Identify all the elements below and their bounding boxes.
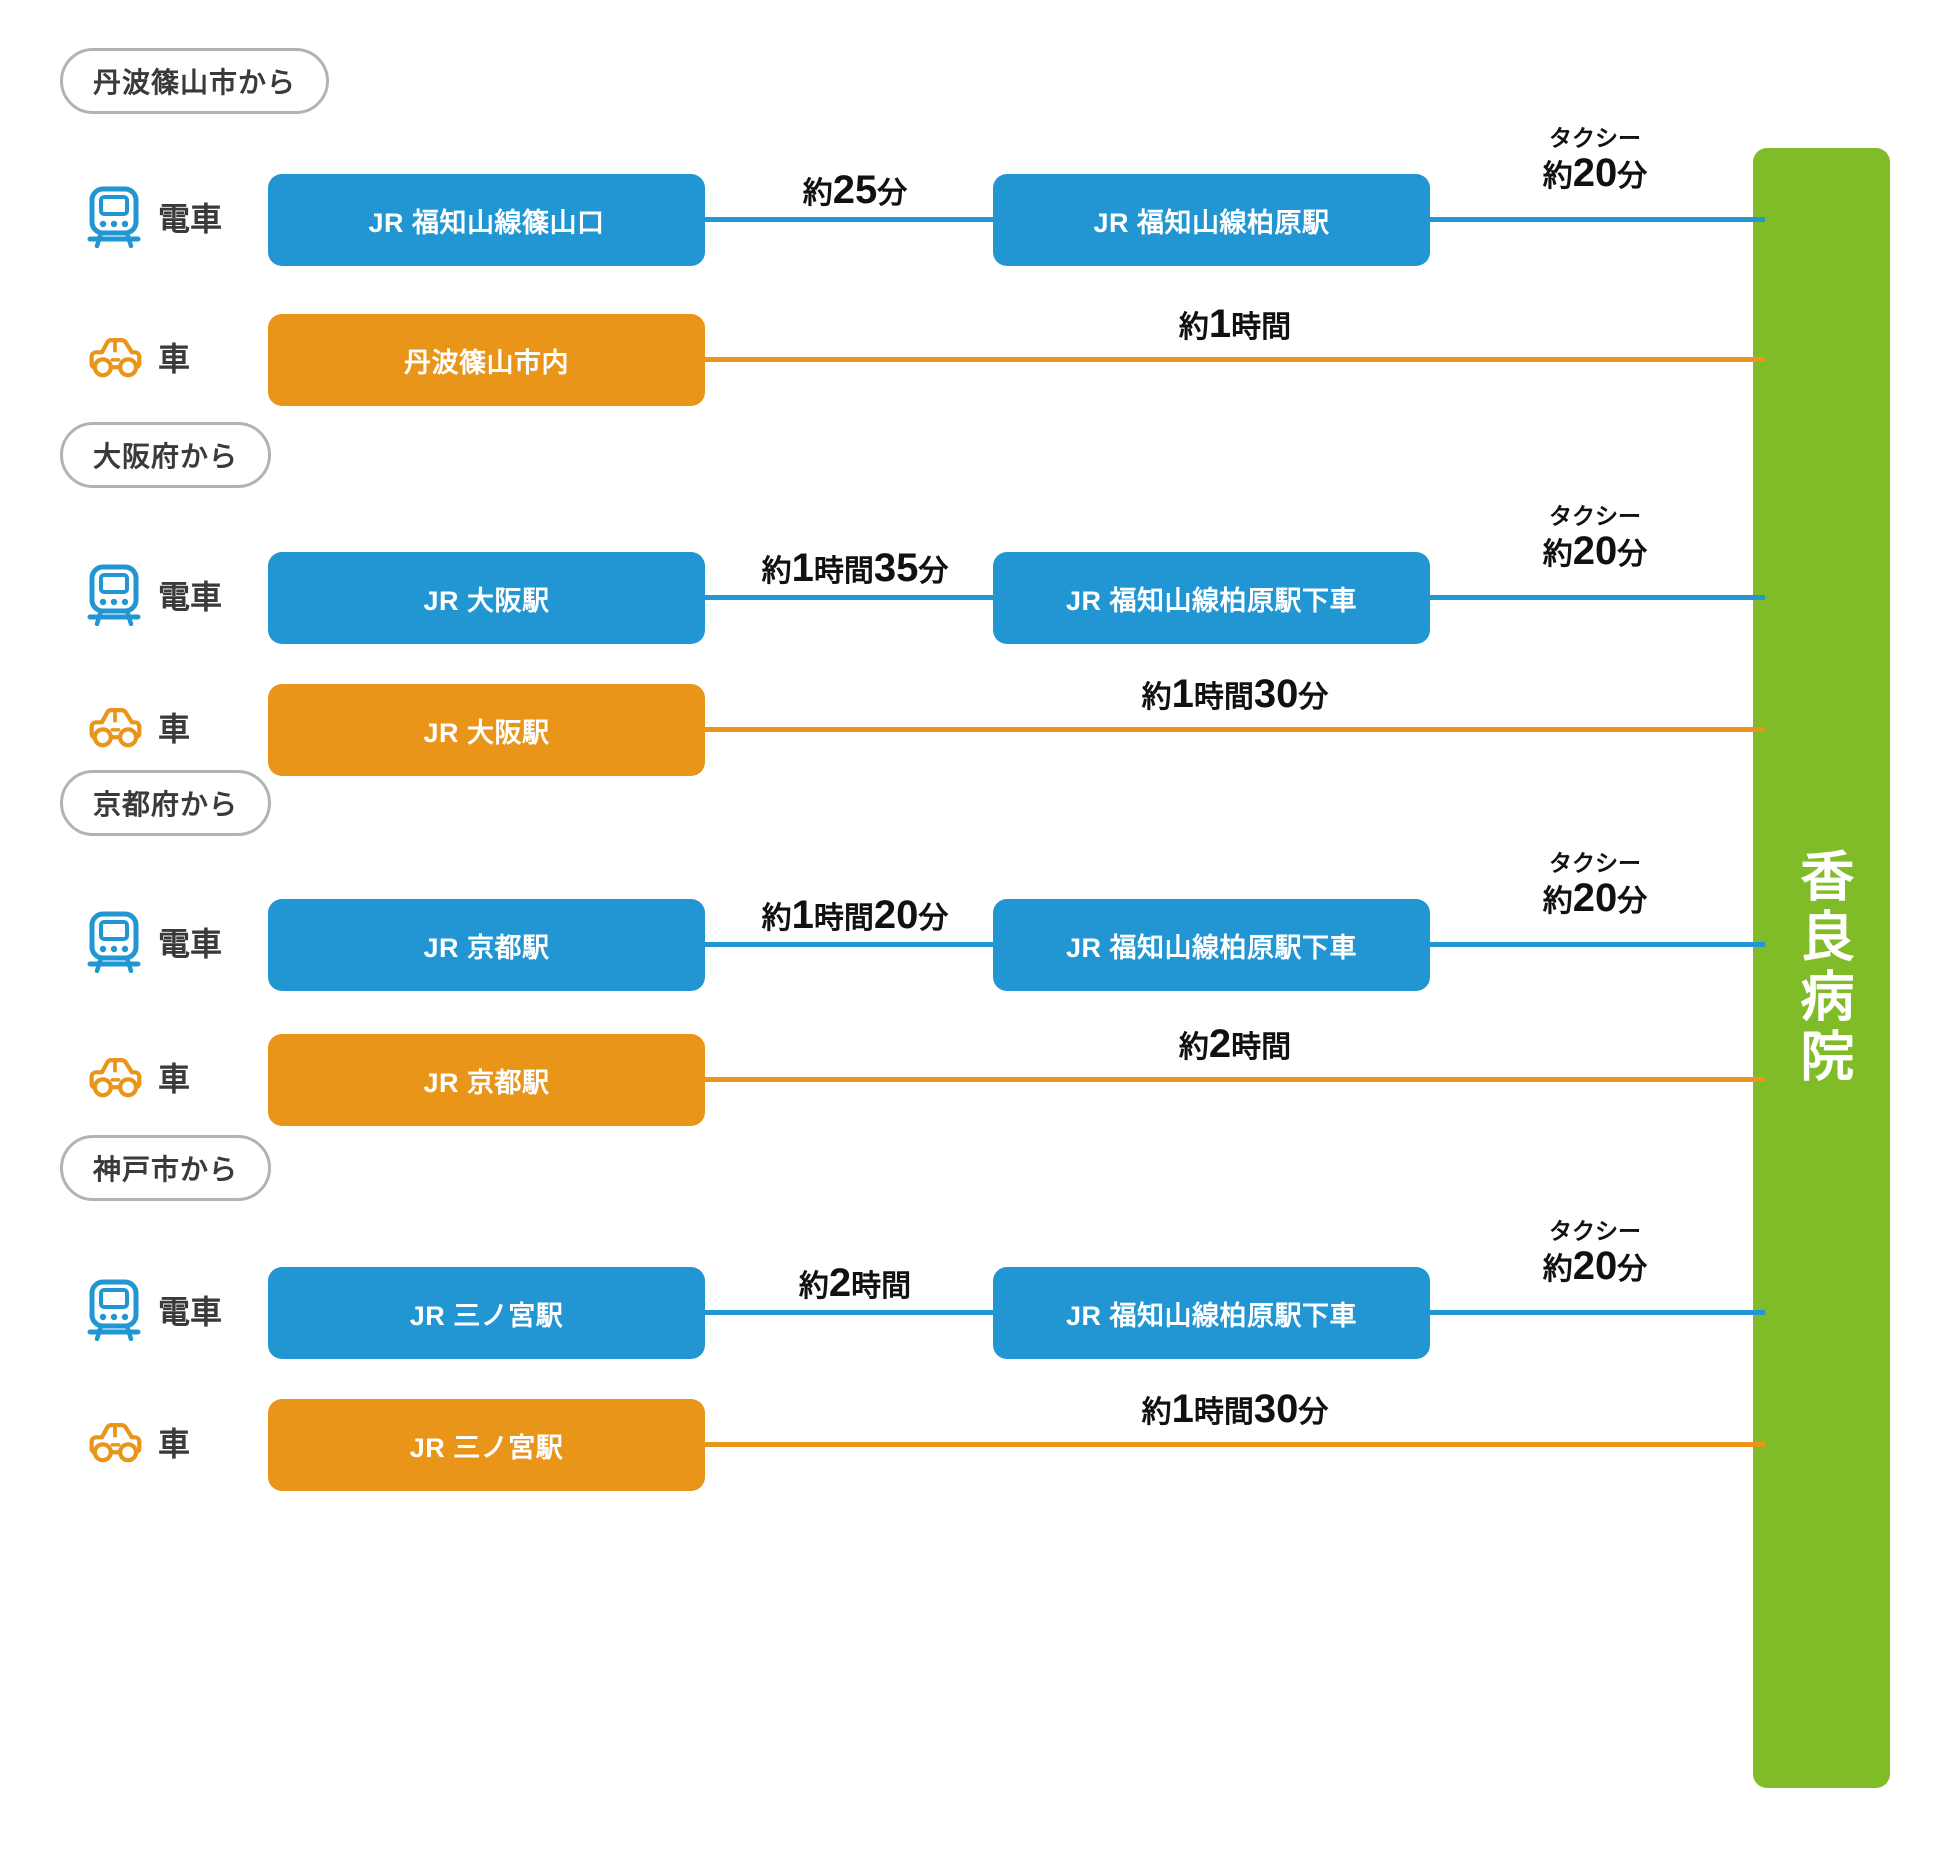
taxi-caption: タクシー [1549,1218,1641,1244]
mode-label-train: 電車 [158,926,223,962]
route-line-train-seg1 [690,942,1010,947]
taxi-duration: 約20分 [1542,875,1648,920]
mode-label-train: 電車 [158,201,223,237]
node-car-start[interactable]: 丹波篠山市内 [268,314,705,406]
node-train-start[interactable]: JR 大阪駅 [268,552,705,644]
train-icon [86,564,142,627]
node-train-start[interactable]: JR 京都駅 [268,899,705,991]
route-row-car: 車 JR 京都駅 約2時間 [0,1020,1936,1140]
route-row-car: 車 丹波篠山市内 約1時間 [0,300,1936,420]
node-label: JR 三ノ宮駅 [409,1300,564,1331]
car-icon [86,1046,142,1108]
taxi-duration: 約20分 [1542,150,1648,195]
node-train-mid[interactable]: JR 福知山線柏原駅下車 [993,552,1430,644]
origin-label: 丹波篠山市から [93,67,297,98]
destination-label: 香良病院 [1791,848,1852,1088]
mode-label-car: 車 [158,1061,191,1097]
node-label: JR 福知山線柏原駅下車 [1065,932,1358,963]
mode-label-train: 電車 [158,1294,223,1330]
taxi-caption: タクシー [1549,503,1641,529]
duration-taxi: タクシー 約20分 [1430,1217,1760,1286]
route-line-car [690,1442,1765,1447]
section-kyoto: 京都府から 電車 JR 京都駅 約1 [0,770,1936,1190]
origin-label: 大阪府から [93,441,239,472]
origin-pill-osaka[interactable]: 大阪府から [60,422,272,488]
route-line-car [690,727,1765,732]
node-label: JR 京都駅 [423,932,550,963]
section-kobe: 神戸市から 電車 JR 三ノ宮駅 約 [0,1135,1936,1555]
car-icon [86,326,142,388]
duration-car: 約2時間 [1178,1022,1292,1066]
node-train-mid[interactable]: JR 福知山線柏原駅 [993,174,1430,266]
taxi-duration: 約20分 [1542,528,1648,573]
car-icon [86,1411,142,1473]
train-icon [86,1279,142,1342]
taxi-duration: 約20分 [1542,1243,1648,1288]
route-row-car: 車 JR 大阪駅 約1時間30分 [0,670,1936,790]
route-line-train-seg2 [1415,1310,1765,1315]
route-row-train: 電車 JR 大阪駅 約1時間35分 JR 福知山線柏原駅下車 タクシー 約20分 [0,503,1936,658]
taxi-caption: タクシー [1549,850,1641,876]
route-row-train: 電車 JR 三ノ宮駅 約2時間 JR 福知山線柏原駅下車 タクシー 約20分 [0,1218,1936,1373]
mode-label-car: 車 [158,1426,191,1462]
node-train-start[interactable]: JR 福知山線篠山口 [268,174,705,266]
section-tambasasayama: 丹波篠山市から 電車 JR 福知山線篠山口 [0,0,1936,420]
duration-taxi: タクシー 約20分 [1430,124,1760,193]
duration-car: 約1時間 [1178,302,1292,346]
node-label: JR 福知山線柏原駅下車 [1065,1300,1358,1331]
route-line-car [690,1077,1765,1082]
duration-train-segment: 約1時間35分 [761,546,949,590]
destination-bar: 香良病院 [1753,148,1890,1788]
node-car-start[interactable]: JR 大阪駅 [268,684,705,776]
duration-train-segment: 約1時間20分 [761,893,949,937]
section-osaka: 大阪府から 電車 JR 大阪駅 約1 [0,420,1936,840]
origin-label: 神戸市から [93,1154,239,1185]
node-label: JR 福知山線柏原駅下車 [1065,585,1358,616]
origin-pill-kyoto[interactable]: 京都府から [60,770,272,836]
route-line-train-seg2 [1415,942,1765,947]
origin-pill-tambasasayama[interactable]: 丹波篠山市から [60,48,330,114]
mode-label-train: 電車 [158,579,223,615]
node-car-start[interactable]: JR 京都駅 [268,1034,705,1126]
node-label: JR 福知山線篠山口 [368,207,605,238]
route-row-car: 車 JR 三ノ宮駅 約1時間30分 [0,1385,1936,1505]
duration-car: 約1時間30分 [1141,1387,1329,1431]
mode-label-car: 車 [158,711,191,747]
node-label: JR 福知山線柏原駅 [1093,207,1330,238]
node-train-mid[interactable]: JR 福知山線柏原駅下車 [993,1267,1430,1359]
node-label: JR 大阪駅 [423,717,550,748]
train-icon [86,911,142,974]
route-row-train: 電車 JR 福知山線篠山口 約25分 JR 福知山線柏原駅 タクシー 約20分 [0,125,1936,280]
duration-train-segment: 約25分 [802,168,908,212]
mode-label-car: 車 [158,341,191,377]
route-line-train-seg1 [690,595,1010,600]
node-train-start[interactable]: JR 三ノ宮駅 [268,1267,705,1359]
car-icon [86,696,142,758]
node-label: 丹波篠山市内 [404,347,569,378]
node-label: JR 三ノ宮駅 [409,1432,564,1463]
route-line-car [690,357,1765,362]
duration-train-segment: 約2時間 [798,1261,912,1305]
node-label: JR 京都駅 [423,1067,550,1098]
taxi-caption: タクシー [1549,125,1641,151]
train-icon [86,186,142,249]
route-row-train: 電車 JR 京都駅 約1時間20分 JR 福知山線柏原駅下車 タクシー 約20分 [0,850,1936,1005]
route-line-train-seg2 [1415,217,1765,222]
duration-taxi: タクシー 約20分 [1430,849,1760,918]
node-train-mid[interactable]: JR 福知山線柏原駅下車 [993,899,1430,991]
duration-taxi: タクシー 約20分 [1430,502,1760,571]
node-car-start[interactable]: JR 三ノ宮駅 [268,1399,705,1491]
node-label: JR 大阪駅 [423,585,550,616]
origin-pill-kobe[interactable]: 神戸市から [60,1135,272,1201]
origin-label: 京都府から [93,789,239,820]
route-line-train-seg2 [1415,595,1765,600]
route-line-train-seg1 [690,1310,1010,1315]
duration-car: 約1時間30分 [1141,672,1329,716]
route-line-train-seg1 [690,217,1010,222]
